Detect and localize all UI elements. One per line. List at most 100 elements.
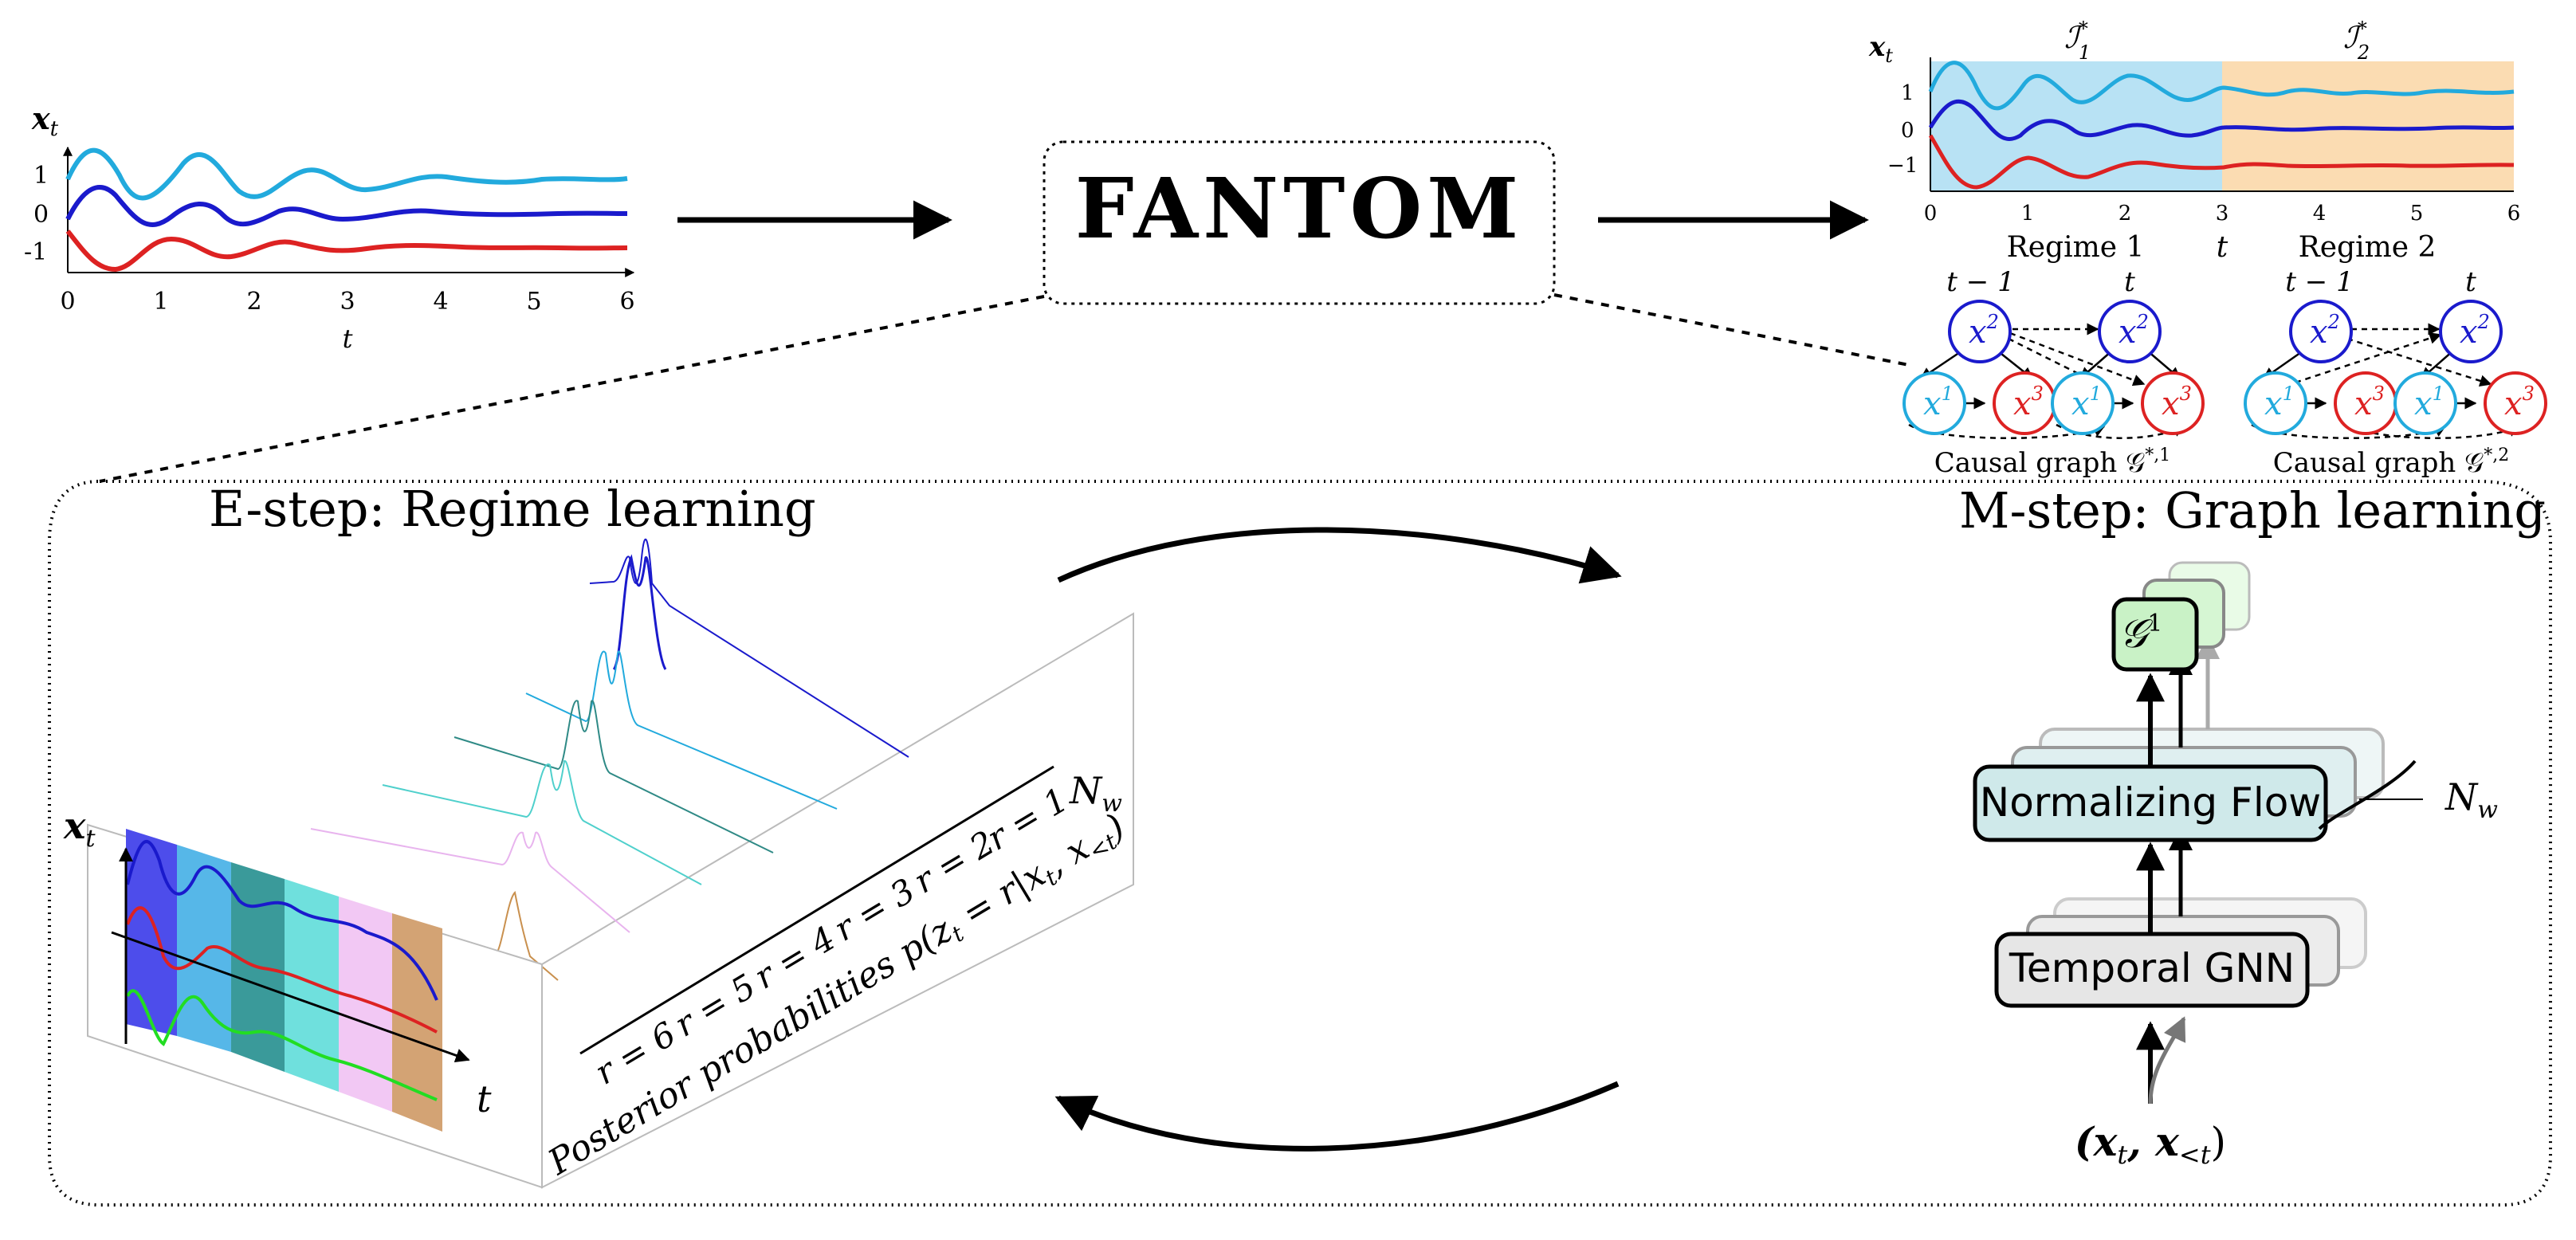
estep-strip-4 [285, 879, 339, 1092]
cycle-arrow-bottom [1054, 1081, 1620, 1152]
cg2-edge-dashed [2295, 332, 2442, 384]
input-xtick: 2 [246, 288, 261, 316]
input-xtick: 0 [60, 288, 75, 316]
estep-series-green [126, 989, 438, 1101]
input-plot-xticks: 0 1 2 3 4 5 6 [60, 288, 634, 316]
input-xtick: 1 [153, 288, 168, 316]
input-plot-ytick-neg1: -1 [24, 238, 47, 266]
interval1-label: ℐ*1 [2064, 18, 2091, 64]
cg2-label-x3-prev: x3 [2354, 383, 2385, 422]
regime1-background [1930, 61, 2222, 191]
estep-xt-label: xt [63, 804, 96, 853]
cg1-label-x3-now: x3 [2162, 383, 2192, 422]
estep-title: E-step: Regime learning [209, 480, 816, 538]
output-series-bottom [1928, 134, 2515, 190]
gnn-label: Temporal GNN [2009, 945, 2295, 991]
ridge-r6 [446, 890, 559, 981]
cg1-node-x3-now [2141, 371, 2205, 435]
ridge-r5 [310, 828, 630, 933]
fantom-box: FANTOM [1043, 140, 1556, 305]
input-plot-ylabel: xt [31, 100, 59, 141]
output-xtick: 5 [2410, 202, 2424, 226]
output-ytick-0: 0 [1901, 119, 1914, 143]
output-xtick: 3 [2216, 202, 2229, 226]
cg1-edge-dashed [2009, 332, 2146, 387]
regime1-label: Regime 1 [2007, 231, 2145, 264]
cg2-edge-dashed [2346, 337, 2492, 387]
cg2-node-x3-now [2484, 371, 2547, 435]
output-xticks: 0 1 2 3 4 5 6 [1924, 202, 2521, 226]
cg1-node-x1-prev [1903, 371, 1966, 435]
estep-illustration: xt t r = 6 r = 5 r = 4 r = 3 r = 2 r = 1… [63, 538, 1134, 1189]
ridge-r1-peak [612, 554, 667, 671]
input-plot-ytick-0: 0 [33, 201, 49, 229]
dashed-connector-right [1553, 293, 1910, 367]
cg1-node-x1-now [2051, 371, 2115, 435]
fantom-label: FANTOM [1075, 159, 1524, 257]
ridge-r4 [382, 759, 702, 885]
causal-graph-2: t − 1 t x2 x2 x1 x3 x1 x3 Causal graph 𝒢… [2244, 266, 2547, 479]
cg2-label-x1-prev: x1 [2264, 383, 2295, 422]
output-series-top [1928, 61, 2515, 111]
cg2-label-x3-now: x3 [2504, 383, 2535, 422]
cg2-label-x2-prev: x2 [2310, 311, 2340, 351]
output-xtick: 1 [2021, 202, 2035, 226]
cg1-label-x1-now: x1 [2071, 383, 2102, 422]
estep-nw-label: Nw [1069, 769, 1122, 818]
cg1-label-x3-prev: x3 [2013, 383, 2044, 422]
input-plot-xlabel: t [343, 324, 353, 354]
ridge-r3 [454, 700, 774, 853]
cg1-label-x2-now: x2 [2119, 311, 2149, 351]
ridge-r1 [589, 538, 909, 758]
output-series-mid [1928, 99, 2515, 142]
output-plot: xt 1 0 −1 0 1 2 3 4 5 6 t ℐ*1 ℐ*2 Regime… [1868, 18, 2520, 264]
ridge-r2 [525, 650, 838, 810]
cg2-label-x2-now: x2 [2460, 311, 2490, 351]
output-xlabel: t [2217, 231, 2228, 264]
cg1-col-now: t [2124, 266, 2135, 298]
output-plot-ylabel: xt [1868, 31, 1893, 67]
interval2-label: ℐ*2 [2343, 18, 2370, 64]
cg2-node-x1-prev [2244, 371, 2307, 435]
cg2-col-now: t [2465, 266, 2476, 298]
output-ytick-neg1: −1 [1887, 154, 1918, 178]
estep-series-blue [126, 840, 438, 1001]
cg1-node-x2-prev [1948, 300, 2012, 363]
estep-strip-5 [339, 897, 392, 1112]
estep-x-axis [111, 931, 470, 1063]
mstep-nw-label: Nw [2444, 775, 2498, 824]
cg1-caption: Causal graph 𝒢*,1 [1934, 445, 2171, 479]
graph-box[interactable] [2111, 597, 2199, 672]
input-plot-ytick-1: 1 [33, 162, 49, 190]
cg2-node-x1-now [2393, 371, 2457, 435]
input-xtick: 3 [340, 288, 355, 316]
cg2-col-prev: t − 1 [2285, 266, 2353, 298]
cg1-col-prev: t − 1 [1946, 266, 2014, 298]
input-plot: xt 1 0 -1 0 1 2 3 4 5 6 t [24, 100, 635, 354]
flow-label: Normalizing Flow [1980, 779, 2321, 826]
input-arrow-copy [2148, 1016, 2186, 1105]
output-xtick: 6 [2507, 202, 2521, 226]
causal-graph-1: t − 1 t x2 x2 x1 x3 x1 x3 Causal graph 𝒢… [1903, 266, 2205, 479]
input-xtick: 4 [433, 288, 448, 316]
output-xtick: 0 [1924, 202, 1938, 226]
estep-strip-2 [177, 845, 231, 1052]
cg1-label-x1-prev: x1 [1923, 383, 1954, 422]
mstep-architecture: Temporal GNN Normalizing Flow Nw 𝒢1 (xt,… [1973, 561, 2498, 1170]
input-xtick: 6 [619, 288, 634, 316]
cycle-arrow-top [1057, 527, 1622, 584]
cg2-node-x2-prev [2289, 300, 2353, 363]
input-xtick: 5 [526, 288, 541, 316]
mstep-input-label: (xt, x<t) [2075, 1118, 2226, 1170]
output-xtick: 2 [2119, 202, 2132, 226]
output-ytick-1: 1 [1901, 81, 1914, 105]
cg1-node-x2-now [2098, 300, 2162, 363]
regime-axis [579, 765, 1054, 1055]
cg2-caption: Causal graph 𝒢*,2 [2273, 445, 2510, 479]
cg1-label-x2-prev: x2 [1969, 311, 1999, 351]
input-series-bottom [65, 230, 628, 273]
output-xtick: 4 [2313, 202, 2327, 226]
input-series-mid [65, 185, 628, 227]
cg2-label-x1-now: x1 [2414, 383, 2444, 422]
